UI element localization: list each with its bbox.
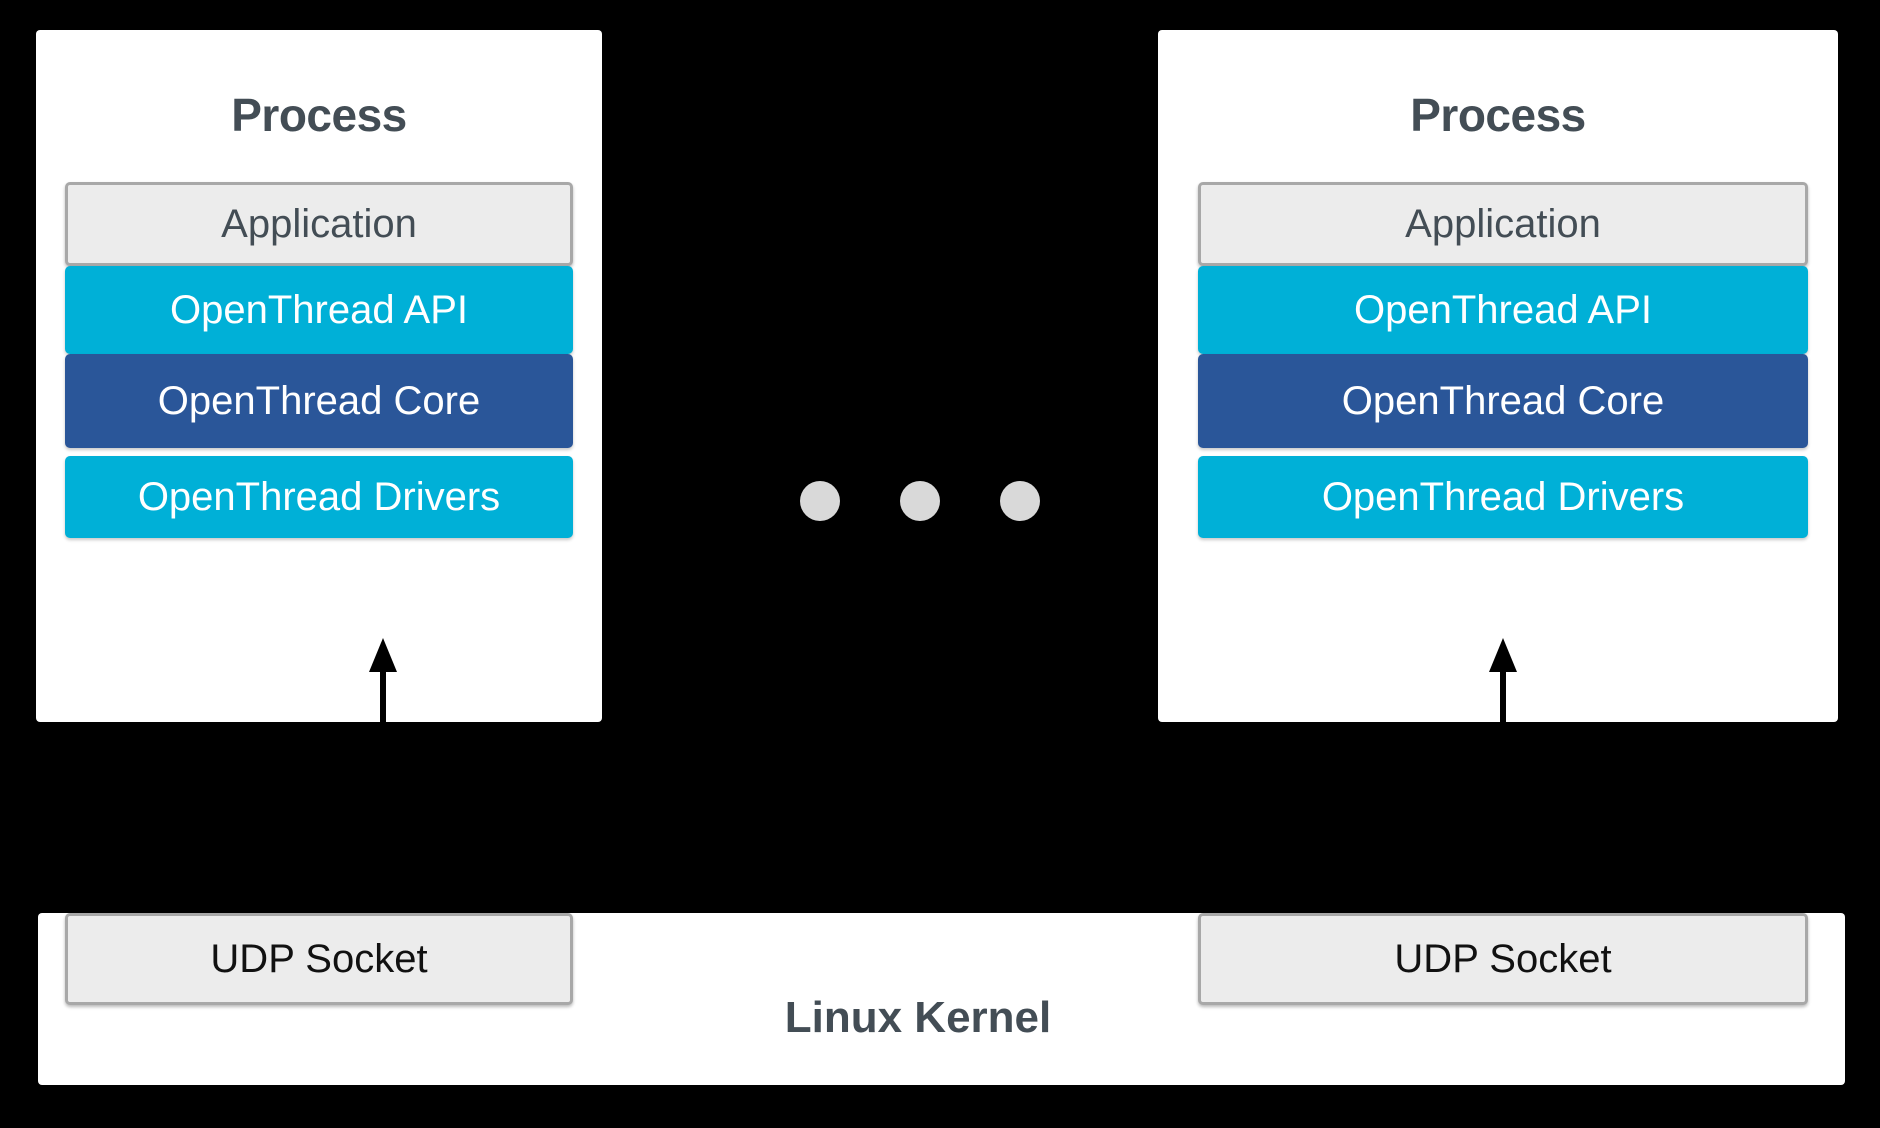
process-title-right: Process	[1410, 89, 1586, 141]
process-title-left: Process	[231, 89, 407, 141]
layer-application-left: Application	[65, 182, 573, 266]
arrow-up-icon-left	[366, 638, 400, 724]
linux-kernel-label: Linux Kernel	[784, 993, 1052, 1042]
layer-openthread-core-right: OpenThread Core	[1198, 354, 1808, 448]
layer-openthread-drivers-left: OpenThread Drivers	[65, 456, 573, 538]
arrow-up-icon-right	[1486, 638, 1520, 724]
layer-openthread-drivers-right: OpenThread Drivers	[1198, 456, 1808, 538]
process-card-right: Process Application OpenThread API OpenT…	[1158, 30, 1838, 722]
linux-kernel-bar: UDP Socket UDP Socket Linux Kernel	[38, 913, 1845, 1085]
layer-openthread-api-right: OpenThread API	[1198, 266, 1808, 354]
layer-openthread-core-left: OpenThread Core	[65, 354, 573, 448]
ellipsis-dot-1	[800, 481, 840, 521]
process-card-left: Process Application OpenThread API OpenT…	[36, 30, 602, 722]
layer-openthread-api-left: OpenThread API	[65, 266, 573, 354]
ellipsis-dot-2	[900, 481, 940, 521]
ellipsis-dots-icon	[800, 481, 1100, 523]
udp-socket-box-right: UDP Socket	[1198, 913, 1808, 1005]
layer-application-right: Application	[1198, 182, 1808, 266]
udp-socket-box-left: UDP Socket	[65, 913, 573, 1005]
ellipsis-dot-3	[1000, 481, 1040, 521]
